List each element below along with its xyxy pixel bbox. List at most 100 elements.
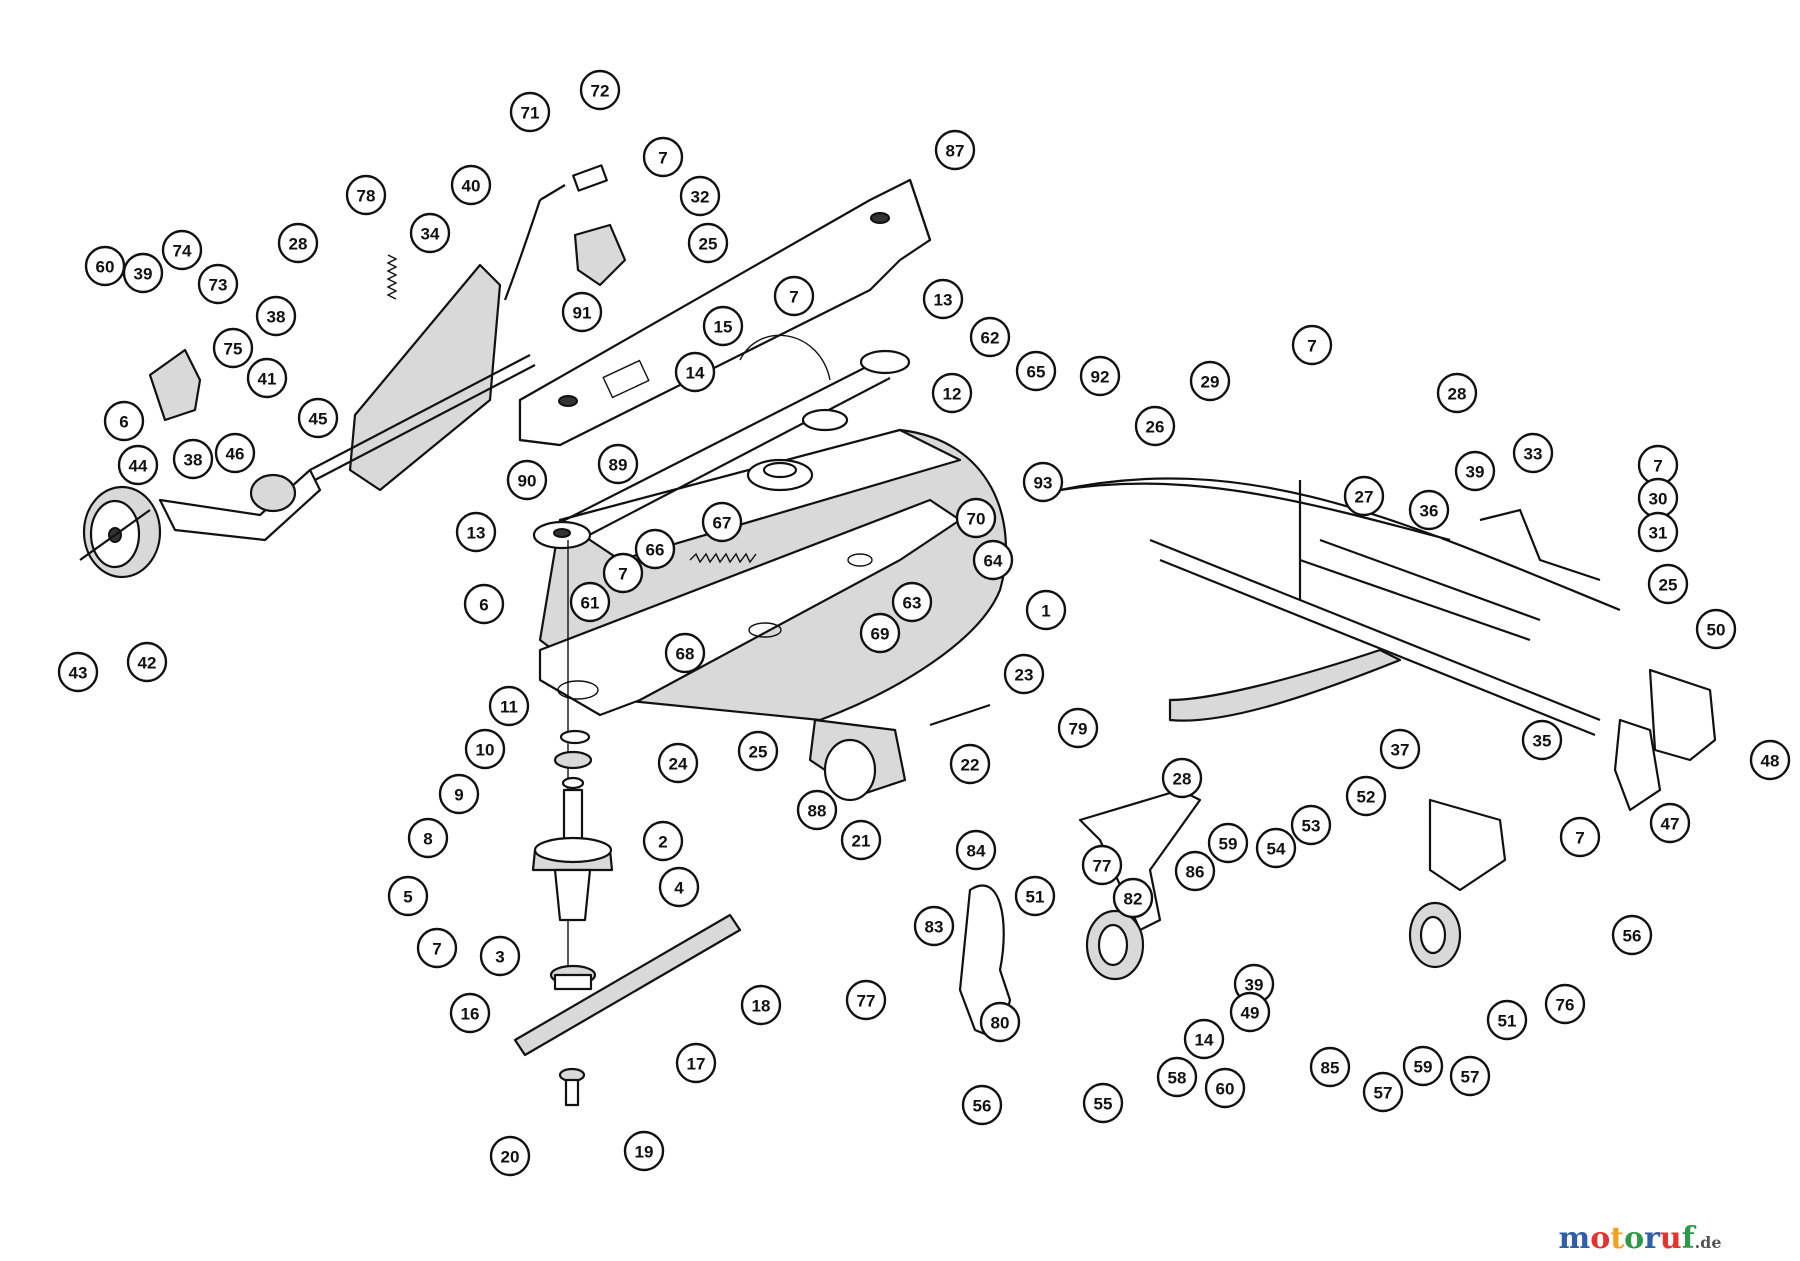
callout-61: 61	[569, 581, 611, 623]
callout-label: 49	[1241, 1004, 1260, 1023]
callout-label: 48	[1761, 752, 1780, 771]
callout-label: 61	[581, 594, 600, 613]
callout-15: 15	[702, 305, 744, 347]
callout-circle	[1134, 405, 1176, 447]
callout-circle	[297, 397, 339, 439]
callout-57: 57	[1449, 1055, 1491, 1097]
mount-plate-49	[1428, 798, 1507, 892]
callout-label: 27	[1355, 488, 1374, 507]
callout-40: 40	[450, 164, 492, 206]
wheel-axle	[79, 509, 151, 561]
callout-91: 91	[561, 291, 603, 333]
wheel-arm	[158, 468, 322, 542]
callout-label: 13	[467, 524, 486, 543]
callout-circle	[1204, 1067, 1246, 1109]
watermark-letter: u	[1660, 1221, 1682, 1256]
callout-63: 63	[891, 581, 933, 623]
callout-label: 67	[713, 514, 732, 533]
callout-circle	[84, 245, 126, 287]
callout-70: 70	[955, 497, 997, 539]
callout-51: 51	[1014, 875, 1056, 917]
callout-circle	[949, 743, 991, 785]
callout-circle	[479, 935, 521, 977]
callout-label: 56	[1623, 927, 1642, 946]
callout-25: 25	[1647, 563, 1689, 605]
callout-circle	[277, 222, 319, 264]
callout-label: 66	[646, 541, 665, 560]
callout-label: 10	[476, 741, 495, 760]
callout-12: 12	[931, 372, 973, 414]
callout-26: 26	[1134, 405, 1176, 447]
callout-38: 38	[255, 295, 297, 337]
callout-circle	[931, 372, 973, 414]
callout-42: 42	[126, 641, 168, 683]
callout-38: 38	[172, 438, 214, 480]
callout-67: 67	[701, 501, 743, 543]
callout-circle	[687, 222, 729, 264]
callout-56: 56	[961, 1084, 1003, 1126]
callout-28: 28	[277, 222, 319, 264]
callout-label: 26	[1146, 418, 1165, 437]
callout-circle	[913, 905, 955, 947]
callout-11: 11	[488, 685, 530, 727]
callout-circle	[122, 252, 164, 294]
callout-label: 13	[934, 291, 953, 310]
callout-circle	[969, 316, 1011, 358]
callout-label: 91	[573, 304, 592, 323]
callout-label: 62	[981, 329, 1000, 348]
callout-circle	[1454, 450, 1496, 492]
callout-circle	[579, 69, 621, 111]
callout-label: 7	[789, 288, 798, 307]
callout-circle	[561, 291, 603, 333]
callout-label: 53	[1302, 817, 1321, 836]
callout-circle	[463, 583, 505, 625]
callout-label: 44	[129, 457, 148, 476]
callout-circle	[416, 927, 458, 969]
callout-circle	[103, 400, 145, 442]
callout-circle	[1649, 802, 1691, 844]
callout-circle	[657, 742, 699, 784]
callout-label: 39	[134, 265, 153, 284]
watermark-letter: f	[1682, 1221, 1697, 1256]
callout-circle	[1003, 653, 1045, 695]
callout-label: 12	[943, 385, 962, 404]
callout-label: 90	[518, 472, 537, 491]
callout-label: 65	[1027, 363, 1046, 382]
callout-circle	[642, 136, 684, 178]
callout-32: 32	[679, 175, 721, 217]
callout-circle	[489, 1135, 531, 1177]
callout-72: 72	[579, 69, 621, 111]
callout-circle	[1402, 1045, 1444, 1087]
callout-90: 90	[506, 459, 548, 501]
callout-circle	[1025, 589, 1067, 631]
callout-label: 35	[1533, 732, 1552, 751]
callout-4: 4	[658, 866, 700, 908]
callout-circle	[246, 357, 288, 399]
callout-circle	[634, 528, 676, 570]
idler-pulley-85	[1085, 909, 1145, 981]
callout-59: 59	[1207, 822, 1249, 864]
watermark-suffix: .de	[1695, 1233, 1722, 1252]
callout-circle	[642, 820, 684, 862]
callout-circle	[1637, 511, 1679, 553]
callout-circle	[922, 278, 964, 320]
watermark-letter: m	[1558, 1221, 1590, 1256]
callout-label: 51	[1026, 888, 1045, 907]
callout-53: 53	[1290, 804, 1332, 846]
callout-circle	[409, 212, 451, 254]
callout-28: 28	[1161, 757, 1203, 799]
callout-37: 37	[1379, 728, 1421, 770]
callout-6: 6	[103, 400, 145, 442]
callout-label: 32	[691, 188, 710, 207]
callout-circle	[1449, 1055, 1491, 1097]
callout-circle	[979, 1001, 1021, 1043]
callout-circle	[1014, 875, 1056, 917]
callout-30: 30	[1637, 477, 1679, 519]
callout-circle	[955, 497, 997, 539]
callout-label: 88	[808, 802, 827, 821]
tension-spring	[689, 552, 757, 564]
callout-39: 39	[1454, 450, 1496, 492]
callout-circle	[450, 164, 492, 206]
callout-circle	[701, 501, 743, 543]
lever-grip	[572, 164, 608, 192]
